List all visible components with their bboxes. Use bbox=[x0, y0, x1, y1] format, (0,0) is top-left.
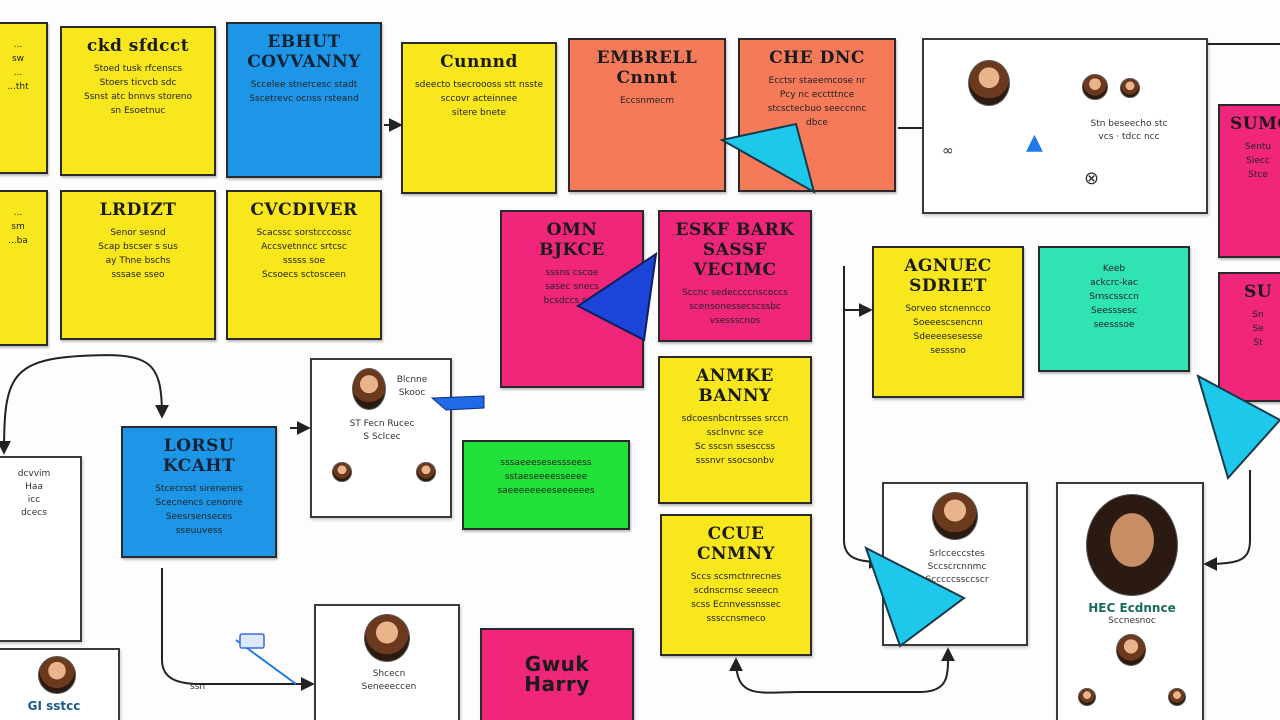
sticky-note[interactable]: CVCDIVER Scacssc sorstcccossc Accsvetnnc… bbox=[226, 190, 382, 340]
sticky-note[interactable]: Cunnnd sdeecto tsecroooss stt nsste scco… bbox=[401, 42, 557, 194]
avatar bbox=[1078, 688, 1096, 706]
navigation-arrow-icon: ▲ bbox=[1026, 130, 1043, 155]
infinity-icon: ∞ bbox=[942, 143, 954, 159]
sticky-note[interactable]: SUMC Sentu Siecc Stce bbox=[1218, 104, 1280, 258]
profile-card[interactable]: GI sstcc bbox=[0, 648, 120, 720]
profile-card[interactable]: HEC Ecdnnce Sccnesnoc bbox=[1056, 482, 1204, 720]
sticky-note[interactable]: Gwuk Harry bbox=[480, 628, 634, 720]
avatar bbox=[1086, 494, 1178, 596]
sticky-note[interactable]: EBHUT COVVANNY Sccelee stnercesc stadt S… bbox=[226, 22, 382, 178]
profile-card[interactable]: Shcecn Seneeeccen bbox=[314, 604, 460, 720]
profile-card[interactable]: Stn beseecho stc vcs · tdcc ncc ∞ ▲ ⊗ bbox=[922, 38, 1208, 214]
connector-arrow bbox=[1203, 470, 1251, 571]
connector-arrow bbox=[235, 639, 297, 685]
avatar bbox=[332, 462, 352, 482]
connector-arrow bbox=[729, 647, 956, 694]
avatar bbox=[1168, 688, 1186, 706]
profile-card[interactable]: Srlcceccstes Sccscrcnnmc Scccccssccscr bbox=[882, 482, 1028, 646]
avatar bbox=[1082, 74, 1108, 100]
note-title: AGNUEC SDRIET bbox=[904, 256, 992, 296]
note-title: OMN BJKCE bbox=[539, 220, 605, 260]
compass-icon: ⊗ bbox=[1084, 168, 1100, 189]
sticky-note[interactable]: ... sm ...ba bbox=[0, 190, 48, 346]
note-title: SU bbox=[1243, 282, 1273, 302]
sticky-note[interactable]: ckd sfdcct Stoed tusk rfcenscs Stoers ti… bbox=[60, 26, 216, 176]
sticky-note[interactable]: OMN BJKCE sssns cscoe sasec snecs bcsdcc… bbox=[500, 210, 644, 388]
note-title: CVCDIVER bbox=[250, 200, 358, 220]
note-title: ckd sfdcct bbox=[86, 36, 190, 56]
sticky-note[interactable]: Keeb ackcrc-kac Srnscssccn Seesssesc see… bbox=[1038, 246, 1190, 372]
note-title: ESKF BARK SASSF VECIMC bbox=[675, 220, 795, 280]
avatar bbox=[1116, 634, 1146, 666]
sticky-note[interactable]: AGNUEC SDRIET Sorveo stcnenncco Soeeescs… bbox=[872, 246, 1024, 398]
note-title: SUMC bbox=[1230, 114, 1280, 134]
profile-card[interactable]: dcvvim Haa icc dcecs bbox=[0, 456, 82, 642]
profile-card[interactable]: Blcnne Skooc ST Fecn Rucec S Sclcec bbox=[310, 358, 452, 518]
note-title: EMBRELL Cnnnt bbox=[596, 48, 698, 88]
note-title: CCUE CNMNY bbox=[696, 524, 776, 564]
sticky-note[interactable]: ESKF BARK SASSF VECIMC Sccnc sedeccccnsc… bbox=[658, 210, 812, 342]
connector-arrow bbox=[843, 266, 873, 317]
avatar bbox=[416, 462, 436, 482]
sticky-note[interactable]: CCUE CNMNY Sccs scsmctnrecnes scdnscrnsc… bbox=[660, 514, 812, 656]
note-title: Cunnnd bbox=[440, 52, 518, 72]
sticky-note[interactable]: SU Sn Se St bbox=[1218, 272, 1280, 402]
avatar bbox=[364, 614, 410, 662]
note-title: Gwuk Harry bbox=[524, 652, 590, 696]
avatar bbox=[1120, 78, 1140, 98]
sticky-note[interactable]: ... sw ... ...tht bbox=[0, 22, 48, 174]
avatar bbox=[932, 492, 978, 540]
note-title: ANMKE BANNY bbox=[696, 366, 774, 406]
sticky-note[interactable]: EMBRELL Cnnnt Eccsnmecm bbox=[568, 38, 726, 192]
note-title: LRDIZT bbox=[99, 200, 177, 220]
note-title: LORSU KCAHT bbox=[162, 436, 236, 476]
sticky-note[interactable]: LORSU KCAHT Stcecrsst sirenenes Scecnenc… bbox=[121, 426, 277, 558]
sticky-note[interactable]: LRDIZT Senor sesnd Scap bscser s sus ay … bbox=[60, 190, 216, 340]
label-tag-icon bbox=[239, 633, 265, 649]
avatar bbox=[968, 60, 1010, 106]
avatar bbox=[38, 656, 76, 694]
flow-tag: ssn bbox=[190, 682, 206, 692]
connector-arrow bbox=[161, 568, 315, 691]
sticky-note[interactable]: ANMKE BANNY sdcoesnbcntrsses srccn sscln… bbox=[658, 356, 812, 504]
sticky-note[interactable]: CHE DNC Ecctsr staeemcose nr Pcy nc ecct… bbox=[738, 38, 896, 192]
note-title: EBHUT COVVANNY bbox=[247, 32, 361, 72]
note-title: CHE DNC bbox=[769, 48, 865, 68]
sticky-note[interactable]: sssaeeesesessseess sstaeseeeesseeee saee… bbox=[462, 440, 630, 530]
avatar bbox=[352, 368, 386, 410]
